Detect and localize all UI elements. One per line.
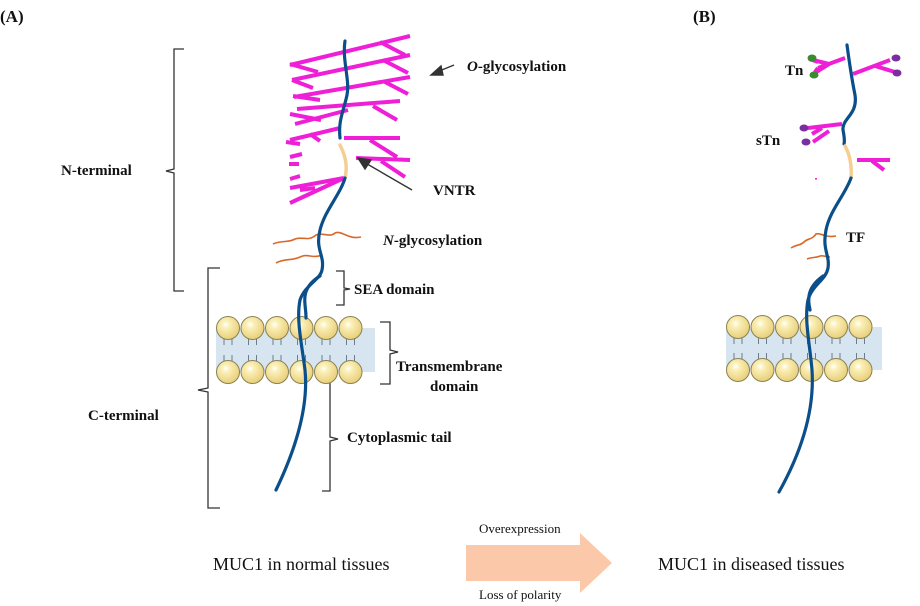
c-terminal-label: C-terminal bbox=[88, 408, 159, 424]
tn-label: Tn bbox=[785, 63, 804, 79]
panel-b-graphic bbox=[726, 43, 902, 494]
lipid-bilayer-b bbox=[726, 315, 882, 382]
n-glycosylation-label: N-glycosylation bbox=[383, 234, 482, 249]
lipid-head bbox=[726, 315, 750, 339]
lipid-head bbox=[314, 360, 338, 384]
stn-caps bbox=[799, 54, 902, 146]
lipid-head bbox=[265, 360, 289, 384]
lipid-head bbox=[726, 358, 750, 382]
tf-label: TF bbox=[846, 230, 866, 246]
protein-backbone-b bbox=[777, 43, 857, 494]
n-glycosylation-suffix: -glycosylation bbox=[393, 233, 483, 249]
lipid-head bbox=[750, 315, 775, 339]
pointer-arrows bbox=[356, 64, 455, 191]
lipid-head bbox=[240, 316, 265, 340]
lipid-head bbox=[848, 315, 873, 339]
o-glycosylation-label: O-glycosylation bbox=[467, 60, 566, 75]
lipid-head bbox=[338, 316, 363, 340]
lipid-head bbox=[848, 358, 873, 382]
lipid-head bbox=[824, 358, 848, 382]
lipid-head bbox=[338, 360, 363, 384]
transmembrane-label-line1: Transmembrane bbox=[396, 359, 503, 375]
lipid-head bbox=[824, 315, 848, 339]
panel-a-label: (A) bbox=[0, 7, 24, 26]
n-glycan-chains bbox=[272, 231, 362, 264]
lipid-head bbox=[265, 316, 289, 340]
transmembrane-label-line2: domain bbox=[430, 379, 479, 395]
c-terminal-bracket bbox=[197, 267, 220, 509]
lipid-head bbox=[216, 360, 240, 384]
o-glycosylation-prefix: O bbox=[467, 59, 478, 75]
normal-tissue-caption: MUC1 in normal tissues bbox=[213, 554, 390, 574]
protein-backbone bbox=[274, 39, 350, 492]
lipid-head bbox=[314, 316, 338, 340]
stn-label: sTn bbox=[756, 133, 781, 149]
transition-arrow bbox=[466, 533, 612, 593]
loss-of-polarity-label: Loss of polarity bbox=[479, 587, 562, 602]
n-glycosylation-prefix: N bbox=[383, 233, 394, 249]
lipid-head bbox=[289, 360, 314, 384]
panel-b-label: (B) bbox=[693, 7, 716, 26]
transmembrane-bracket bbox=[380, 321, 399, 385]
panel-a-graphic bbox=[165, 34, 455, 509]
overexpression-label: Overexpression bbox=[479, 521, 561, 536]
o-glycosylation-suffix: -glycosylation bbox=[477, 59, 567, 75]
lipid-head bbox=[216, 316, 240, 340]
sea-domain-bracket bbox=[336, 270, 351, 306]
lipid-head bbox=[799, 315, 824, 339]
cytoplasmic-tail-bracket bbox=[322, 381, 339, 492]
sea-domain-label: SEA domain bbox=[354, 282, 435, 298]
vntr-label: VNTR bbox=[433, 183, 476, 199]
cytoplasmic-tail-label: Cytoplasmic tail bbox=[347, 430, 452, 446]
lipid-head bbox=[240, 360, 265, 384]
diseased-tissue-caption: MUC1 in diseased tissues bbox=[658, 554, 845, 574]
lipid-head bbox=[775, 315, 799, 339]
lipid-head bbox=[750, 358, 775, 382]
o-glycan-chains bbox=[285, 34, 411, 205]
tn-caps bbox=[807, 54, 819, 79]
n-terminal-bracket bbox=[165, 48, 184, 292]
n-glycan-chains-b bbox=[790, 232, 837, 260]
n-terminal-label: N-terminal bbox=[61, 163, 132, 179]
lipid-head bbox=[775, 358, 799, 382]
lipid-bilayer bbox=[216, 316, 375, 384]
